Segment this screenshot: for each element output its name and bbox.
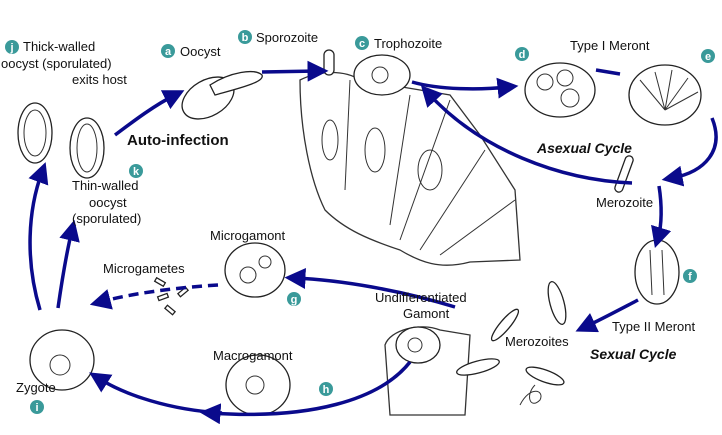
type2-to-merozoites-arrow: [575, 298, 639, 333]
label-merozoite: Merozoite: [596, 195, 653, 210]
microgamont-drawing: [224, 242, 286, 298]
undifferentiated-gamont-drawing: [395, 326, 441, 364]
svg-text:j: j: [9, 42, 13, 54]
zygote-to-thick-oocyst-arrow: [28, 162, 49, 311]
label-sexual-cycle: Sexual Cycle: [590, 346, 677, 362]
badge-k: k: [129, 164, 143, 178]
label-gamont: Gamont: [403, 306, 450, 321]
zygote-drawing: [29, 329, 95, 391]
svg-text:g: g: [291, 294, 298, 306]
label-thick-walled-2: oocyst (sporulated): [1, 56, 112, 71]
label-type2-meront: Type II Meront: [612, 319, 695, 334]
merozoites-drawing: [456, 281, 567, 406]
label-type1-meront: Type I Meront: [570, 38, 650, 53]
macrogamont-to-zygote-arrow: [89, 372, 223, 415]
oocyst-to-sporozoite-arrow: [261, 60, 329, 82]
labels: Thick-walled oocyst (sporulated) exits h…: [1, 30, 695, 395]
badge-b: b: [238, 30, 252, 44]
trophozoite-to-meront-arrow: [411, 77, 519, 99]
badge-j: j: [5, 40, 19, 54]
label-thin-walled: Thin-walled: [72, 178, 138, 193]
label-zygote: Zygote: [16, 380, 56, 395]
intestinal-epithelium: [299, 71, 521, 266]
badge-c: c: [355, 36, 369, 50]
svg-text:b: b: [242, 32, 249, 44]
merozoite-to-type2-arrow: [651, 185, 672, 249]
auto-infection-arrow: [113, 90, 185, 137]
microgamont-to-microgametes-arrow: [89, 283, 219, 310]
merozoite-recycle-arrow: [420, 85, 633, 185]
trophozoite-drawing: [353, 54, 411, 96]
label-merozoites: Merozoites: [505, 334, 569, 349]
thick-walled-oocyst: [17, 102, 53, 164]
badges: a b c d e f g h i j k: [5, 30, 715, 414]
sporozoite-drawing: [323, 49, 335, 76]
svg-text:i: i: [35, 402, 38, 414]
label-sporozoite: Sporozoite: [256, 30, 318, 45]
badge-g: g: [287, 292, 301, 306]
gamont-to-macrogamont-arrow: [199, 360, 412, 425]
svg-text:a: a: [165, 46, 172, 58]
meront-to-merozoite-arrow: [661, 117, 718, 187]
svg-text:f: f: [688, 271, 692, 283]
microgametes-drawing: [153, 276, 190, 316]
type1-meront-d: [524, 62, 596, 118]
label-macrogamont: Macrogamont: [213, 348, 293, 363]
label-trophozoite: Trophozoite: [374, 36, 442, 51]
svg-text:d: d: [519, 49, 526, 61]
label-microgamont: Microgamont: [210, 228, 286, 243]
zygote-to-thin-oocyst-arrow: [56, 219, 80, 309]
badge-d: d: [515, 47, 529, 61]
svg-text:c: c: [359, 38, 365, 50]
label-thin-walled-3: (sporulated): [72, 211, 141, 226]
gamont-to-microgamont-arrow: [284, 267, 456, 309]
macrogamont-drawing: [225, 354, 291, 416]
thin-walled-oocyst: [69, 117, 105, 179]
label-exits-host: exits host: [72, 72, 127, 87]
svg-text:k: k: [133, 166, 140, 178]
label-undifferentiated: Undifferentiated: [375, 290, 467, 305]
svg-text:h: h: [323, 384, 330, 396]
merozoite-drawing: [614, 155, 634, 193]
badge-a: a: [161, 44, 175, 58]
label-thick-walled: Thick-walled: [23, 39, 95, 54]
badge-i: i: [30, 400, 44, 414]
cell-drawings: [17, 49, 702, 416]
badge-f: f: [683, 269, 697, 283]
meront-d-to-e-arrow: [595, 68, 621, 76]
type2-meront: [634, 239, 680, 305]
badge-e: e: [701, 49, 715, 63]
svg-text:e: e: [705, 51, 711, 63]
label-asexual-cycle: Asexual Cycle: [536, 140, 632, 156]
cycle-arrows: [28, 60, 718, 425]
label-thin-walled-2: oocyst: [89, 195, 127, 210]
type1-meront-e: [628, 64, 702, 126]
badge-h: h: [319, 382, 333, 396]
label-microgametes: Microgametes: [103, 261, 185, 276]
label-oocyst: Oocyst: [180, 44, 221, 59]
label-auto-infection: Auto-infection: [127, 132, 229, 149]
